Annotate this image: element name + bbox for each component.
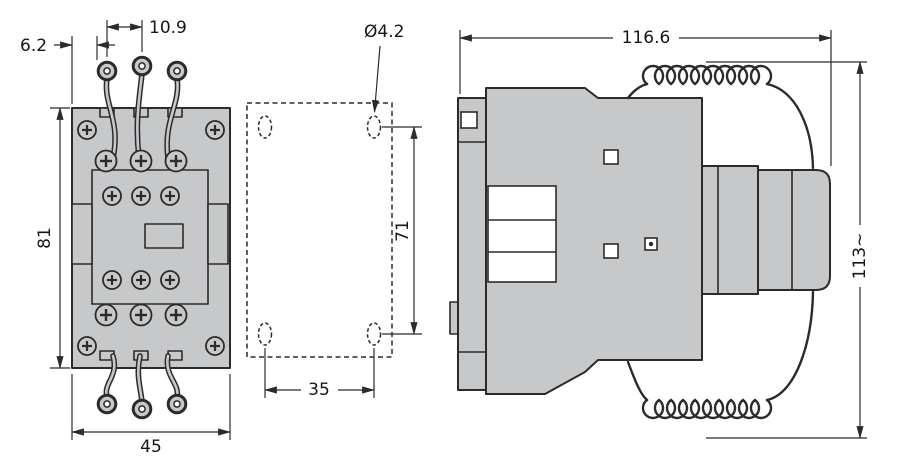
dim-hole-diameter-label: Ø4.2 (364, 22, 404, 42)
screw-icon (101, 185, 123, 207)
screw-icon (130, 185, 152, 207)
screw-icon (101, 269, 123, 291)
body-detail-square (603, 149, 619, 165)
side-tab-left (71, 203, 93, 265)
screw-icon (159, 185, 181, 207)
mounting-hole (366, 322, 382, 346)
coil-lead (765, 290, 815, 402)
screw-icon (76, 335, 98, 357)
discharge-resistor-coils (626, 64, 815, 420)
leader-line (371, 45, 381, 114)
ring-terminal-icon (131, 398, 153, 420)
dim-side-height: 113~ (706, 60, 870, 440)
dim-side-depth: 116.6 (458, 28, 833, 166)
terminal-screw-icon (164, 303, 188, 327)
screw-icon (130, 269, 152, 291)
side-body (449, 87, 703, 395)
wire-core (165, 77, 179, 160)
mounting-hole (366, 115, 382, 139)
ring-terminal-icon (166, 393, 188, 415)
front-panel (487, 185, 557, 283)
wire-core (137, 354, 144, 403)
dim-front-terminal-pitch: 10.9 (105, 18, 187, 57)
wire-core (136, 72, 144, 160)
ring-terminal-icon (96, 60, 118, 82)
front-view: 6.2 10.9 81 45 (20, 18, 232, 457)
dim-side-height-label: 113~ (850, 233, 870, 280)
dim-front-edge-offset: 6.2 (20, 36, 115, 104)
dim-hole-diameter: Ø4.2 (364, 22, 404, 114)
adapter-module (701, 165, 759, 295)
mounting-hole (257, 115, 273, 139)
front-wires (103, 71, 181, 404)
side-view: 116.6 113~ (449, 28, 870, 440)
front-body (71, 107, 231, 369)
dim-front-height-label: 81 (35, 227, 55, 249)
ring-terminal-icon (166, 60, 188, 82)
dim-hole-spacing-horizontal-label: 35 (308, 380, 330, 400)
dim-front-terminal-pitch-label: 10.9 (149, 18, 187, 38)
wire-core (105, 354, 116, 398)
dim-front-width: 45 (70, 374, 232, 457)
screw-icon (204, 335, 226, 357)
capacitor-block (757, 169, 831, 291)
dim-front-edge-offset-label: 6.2 (20, 36, 47, 56)
pivot-dot (648, 241, 654, 247)
plate-notch (460, 111, 478, 129)
terminal-screw-icon (129, 149, 153, 173)
side-capacitor-module (701, 165, 831, 295)
coil-top (641, 64, 773, 86)
terminal-screw-icon (94, 149, 118, 173)
terminal-screw-icon (164, 149, 188, 173)
terminal-screw-icon (94, 303, 118, 327)
coil-lead (626, 360, 649, 402)
dim-hole-spacing-horizontal: 35 (263, 348, 376, 400)
side-tab-right (207, 203, 229, 265)
dim-side-depth-label: 116.6 (622, 28, 671, 48)
body-detail-square (603, 243, 619, 259)
dim-front-width-label: 45 (140, 437, 162, 457)
coil-lead (626, 82, 649, 100)
ring-terminal-icon (131, 55, 153, 77)
mounting-hole (257, 322, 273, 346)
screw-icon (204, 119, 226, 141)
wire-core (105, 77, 117, 160)
mounting-plate-outline (246, 102, 393, 358)
wire-core (166, 354, 179, 398)
coil-bottom (641, 398, 773, 420)
ring-terminal-icon (96, 393, 118, 415)
dim-hole-spacing-vertical-label: 71 (393, 220, 413, 242)
contactor-side-outline (485, 87, 703, 395)
terminal-screw-icon (129, 303, 153, 327)
dim-front-height: 81 (35, 106, 70, 370)
dim-hole-spacing-vertical: 71 (382, 125, 422, 336)
mounting-pattern-view: Ø4.2 71 35 (246, 22, 422, 400)
label-plate (144, 223, 184, 249)
coil-lead (765, 82, 815, 170)
screw-icon (76, 119, 98, 141)
screw-icon (159, 269, 181, 291)
